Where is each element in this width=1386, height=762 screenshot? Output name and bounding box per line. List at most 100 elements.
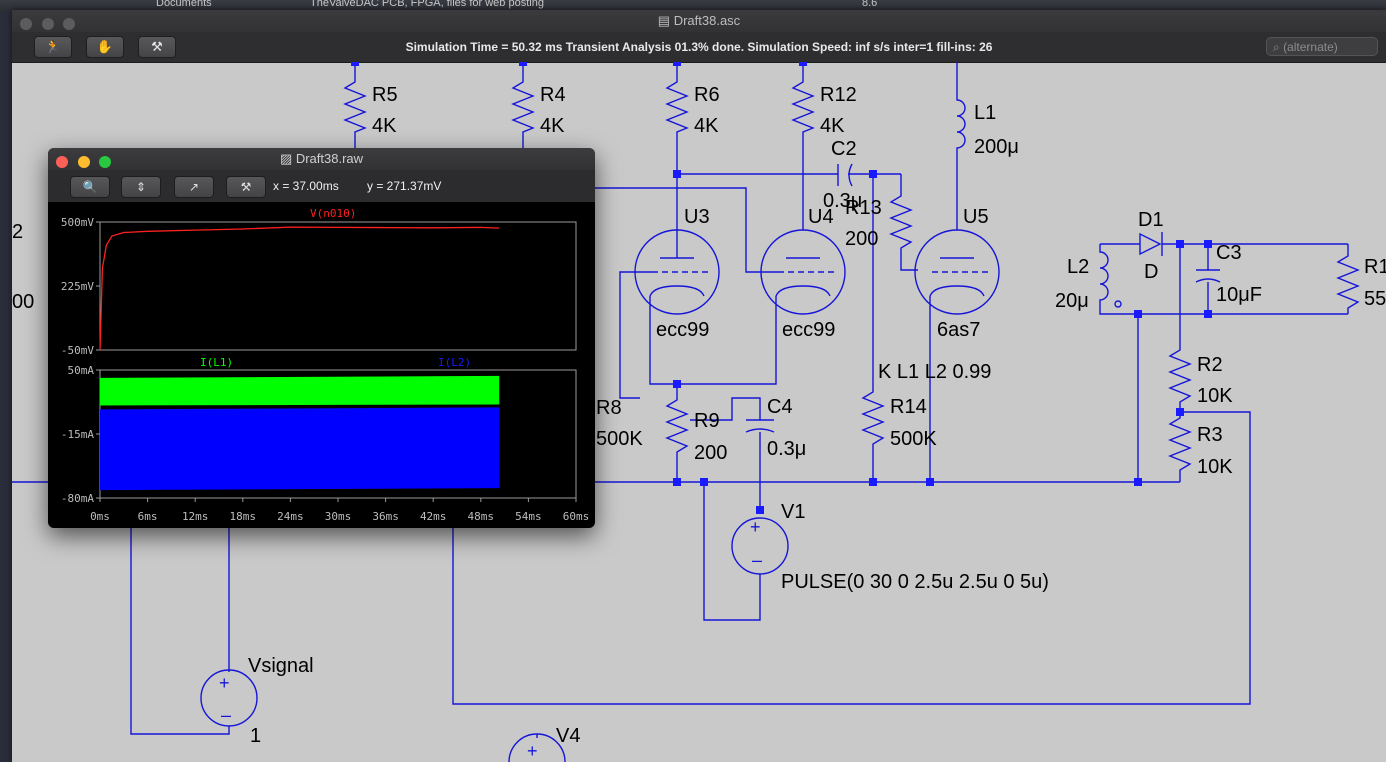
schematic-titlebar[interactable]: ▤ Draft38.asc [12,10,1386,32]
svg-text:+: + [527,741,538,761]
minimize-button[interactable] [41,18,54,30]
label-r1: R1 [1364,256,1386,278]
schematic-toolbar: 🏃 ✋ ⚒ Simulation Time = 50.32 ms Transie… [12,32,1386,63]
value-r14: 500K [890,428,937,450]
trace-vn010 [99,226,500,351]
label-u4: U4 [808,206,834,228]
svg-text:–: – [752,550,762,570]
close-button[interactable] [20,18,32,30]
value-r13: 200 [845,228,878,250]
label-c4: C4 [767,396,793,418]
x-tick-label: 18ms [230,510,256,523]
desktop-tab-documents[interactable]: Documents [156,0,212,9]
value-r8: 500K [596,428,643,450]
svg-text:+: + [750,517,761,537]
model-u5: 6as7 [937,319,980,341]
pane2-y-ticks: 50mA -15mA -80mA [61,364,100,505]
x-tick-label: 48ms [468,510,495,523]
label-r12: R12 [820,84,857,106]
search-field[interactable]: ⌕ (alternate) [1266,37,1378,56]
label-cut-left-mid: 00 [12,291,34,313]
search-icon: ⌕ [1273,40,1284,54]
coupling-directive: K L1 L2 0.99 [878,361,991,383]
label-v4: V4 [556,725,580,747]
zoom-magnifier-icon[interactable]: 🔍 [70,176,110,198]
y-tick-label: 50mA [68,364,95,377]
y-tick-label: -15mA [61,428,94,441]
wave-minimize-button[interactable] [77,156,90,168]
value-l2: 20μ [1055,290,1089,312]
value-r6: 4K [694,115,719,137]
value-r5: 4K [372,115,397,137]
label-r3: R3 [1197,424,1223,446]
wires [12,62,1360,762]
junctions [351,62,1212,514]
search-placeholder: (alternate) [1283,40,1338,54]
value-r2: 10K [1197,385,1233,407]
waveform-plot[interactable]: V(n010) I(L1) I(L2) 500mV 225mV -50mV 50mA… [48,202,595,528]
value-vsignal: 1 [250,725,261,747]
value-c4: 0.3μ [767,438,806,460]
x-tick-label: 42ms [420,510,447,523]
label-r8: R8 [596,397,622,419]
label-u3: U3 [684,206,710,228]
pane1-frame [99,221,577,351]
model-u3: ecc99 [656,319,709,341]
label-l2: L2 [1067,256,1089,278]
value-c3: 10μF [1216,284,1262,306]
schematic-canvas[interactable]: + – + – + R5 4K R4 4K R6 4K R12 4K [12,62,1386,762]
label-r14: R14 [890,396,927,418]
label-r6: R6 [694,84,720,106]
trace-band-il1 [100,375,500,406]
pane2-trace-l2-label[interactable]: I(L2) [438,356,471,369]
x-tick-label: 54ms [515,510,542,523]
run-icon[interactable]: 🏃 [34,36,72,58]
label-l1: L1 [974,102,996,124]
label-v1: V1 [781,501,805,523]
value-r3: 10K [1197,456,1233,478]
value-r4: 4K [540,115,565,137]
zoom-button[interactable] [63,18,76,30]
x-tick-label: 36ms [372,510,399,523]
desktop-tab-valvedac[interactable]: TheValveDAC PCB, FPGA, files for web pos… [310,0,544,9]
y-tick-label: 500mV [61,216,94,229]
waveform-window: ▨ Draft38.raw 🔍 ⇕ ↗ ⚒ x = 37.00ms y = 27… [48,148,595,528]
model-d1: D [1144,261,1158,283]
x-tick-label: 6ms [138,510,158,523]
trace-band-il2 [100,407,500,491]
wave-zoom-button[interactable] [99,156,112,168]
value-c2: 0.3μ [823,190,862,212]
x-tick-label: 60ms [563,510,590,523]
halt-hand-icon[interactable]: ✋ [86,36,124,58]
autorange-x-icon[interactable]: ↗ [174,176,214,198]
x-tick-label: 0ms [90,510,110,523]
label-r13: R13 [845,197,882,219]
label-r5: R5 [372,84,398,106]
x-tick-label: 30ms [325,510,352,523]
value-r12: 4K [820,115,845,137]
probe-hammer-icon[interactable]: ⚒ [138,36,176,58]
label-vsignal: Vsignal [248,655,314,677]
source-signs: + – + – + [219,517,762,761]
waveform-titlebar[interactable]: ▨ Draft38.raw [48,148,595,170]
y-tick-label: 225mV [61,280,94,293]
autorange-y-icon[interactable]: ⇕ [121,176,161,198]
label-cut-left-top: 2 [12,221,23,243]
waveform-file-icon: ▨ [279,151,296,166]
pane1-trace-label[interactable]: V(n010) [310,207,356,220]
pane2-trace-l1-label[interactable]: I(L1) [200,356,233,369]
y-tick-label: -80mA [61,492,94,505]
x-tick-label: 24ms [277,510,304,523]
desktop-corner-value: 8.6 [862,0,878,9]
wave-close-button[interactable] [56,156,68,168]
waveform-toolbar: 🔍 ⇕ ↗ ⚒ x = 37.00ms y = 271.37mV [48,170,595,202]
y-tick-label: -50mV [61,344,94,357]
pane1-y-ticks: 500mV 225mV -50mV [61,216,100,357]
model-u4: ecc99 [782,319,835,341]
label-c2: C2 [831,138,857,160]
wave-probe-hammer-icon[interactable]: ⚒ [226,176,266,198]
label-r2: R2 [1197,354,1223,376]
value-r9: 200 [694,442,727,464]
component-labels: R5 4K R4 4K R6 4K R12 4K L1 200μ C2 0.3μ… [12,84,1386,747]
